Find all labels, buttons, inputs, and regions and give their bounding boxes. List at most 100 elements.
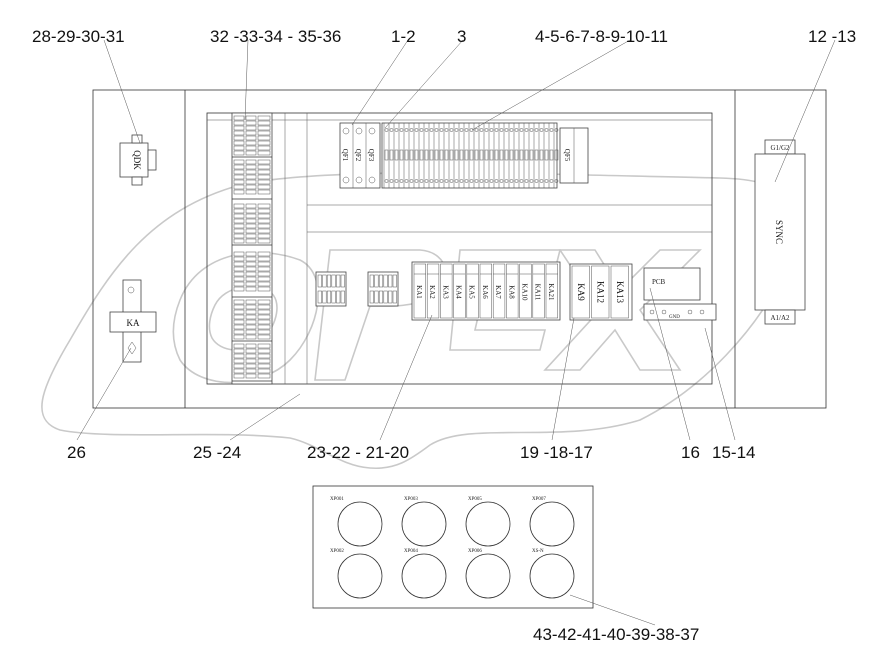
terminal-cell: [245, 368, 257, 374]
terminal-cell: [257, 228, 271, 234]
terminal-cell: [233, 238, 245, 244]
strip-screw: [549, 128, 554, 132]
terminal-cell: [245, 233, 257, 239]
relay-label: KA11: [534, 284, 542, 301]
terminal-cell: [233, 218, 245, 224]
terminal-cell: [245, 189, 257, 195]
strip-label-slot: [474, 149, 479, 161]
strip-screw: [549, 179, 554, 183]
terminal-cell: [233, 319, 245, 325]
strip-screw: [534, 179, 539, 183]
terminal-cell: [257, 115, 271, 121]
terminal-cell: [245, 213, 257, 219]
connector-port: [465, 501, 511, 547]
terminal-cell: [233, 266, 245, 272]
strip-screw: [494, 179, 499, 183]
relay-body: [413, 263, 426, 319]
strip-label-slot: [414, 149, 419, 161]
callout-12-13: 12 -13: [808, 27, 856, 46]
strip-screw: [449, 128, 454, 132]
terminal-cell: [245, 343, 257, 349]
strip-screw: [489, 128, 494, 132]
terminal-cell: [245, 223, 257, 229]
strip-screw: [464, 179, 469, 183]
terminal-cell: [245, 373, 257, 379]
pcb-label: PCB: [652, 278, 666, 286]
terminal-cell: [233, 373, 245, 379]
strip-label-slot: [419, 149, 424, 161]
small-terminal: [322, 274, 327, 288]
relay-label: KA9: [576, 283, 586, 301]
small-terminal: [336, 290, 341, 304]
relay-label: KA2: [428, 285, 436, 299]
terminal-cell: [245, 286, 257, 292]
terminal-cell: [233, 233, 245, 239]
terminal-cell: [245, 251, 257, 257]
connector-port: [401, 501, 447, 547]
strip-screw: [459, 179, 464, 183]
relay-body: [571, 265, 590, 319]
relay-label: KA5: [468, 285, 476, 299]
relay-label: KA6: [481, 285, 489, 299]
relay-body: [479, 263, 492, 319]
strip-label-slot: [454, 149, 459, 161]
strip-screw: [484, 179, 489, 183]
strip-label-slot: [529, 149, 534, 161]
terminal-cell: [245, 184, 257, 190]
strip-screw: [469, 128, 474, 132]
terminal-cell: [257, 150, 271, 156]
strip-screw: [474, 179, 479, 183]
small-terminal: [374, 290, 379, 304]
terminal-cell: [245, 329, 257, 335]
terminal-cell: [257, 233, 271, 239]
strip-screw: [444, 128, 449, 132]
terminal-cell: [257, 174, 271, 180]
small-terminal: [331, 274, 336, 288]
relay-body: [453, 263, 466, 319]
terminal-cell: [257, 343, 271, 349]
strip-label-slot: [439, 149, 444, 161]
terminal-cell: [245, 276, 257, 282]
small-terminal: [374, 274, 379, 288]
terminal-cell: [257, 135, 271, 141]
small-terminal: [383, 274, 388, 288]
strip-label-slot: [469, 149, 474, 161]
small-terminal: [322, 290, 327, 304]
terminal-cell: [257, 373, 271, 379]
terminal-cell: [257, 261, 271, 267]
terminal-column: [231, 112, 273, 385]
g1g2-label: G1/G2: [770, 144, 790, 152]
small-terminal: [340, 290, 345, 304]
terminal-cell: [245, 135, 257, 141]
qf2-label: QF2: [354, 149, 362, 162]
strip-screw: [534, 128, 539, 132]
strip-screw: [399, 128, 404, 132]
terminal-cell: [233, 261, 245, 267]
strip-screw: [499, 128, 504, 132]
strip-label-slot: [449, 149, 454, 161]
terminal-cell: [245, 319, 257, 325]
connector-label: XP003: [404, 497, 418, 502]
strip-screw: [514, 128, 519, 132]
terminal-cell: [257, 125, 271, 131]
terminal-cell: [257, 208, 271, 214]
terminal-cell: [233, 115, 245, 121]
callout-23-20: 23-22 - 21-20: [307, 443, 409, 462]
terminal-cell: [233, 159, 245, 165]
connector-port: [529, 553, 575, 599]
small-terminal: [388, 274, 393, 288]
strip-label-slot: [394, 149, 399, 161]
connector-label: XP005: [468, 497, 482, 502]
strip-screw: [524, 128, 529, 132]
strip-label-slot: [524, 149, 529, 161]
terminal-cell: [233, 368, 245, 374]
strip-screw: [479, 179, 484, 183]
strip-screw: [449, 179, 454, 183]
terminal-cell: [257, 271, 271, 277]
connector-label: XP007: [532, 497, 546, 502]
terminal-cell: [257, 266, 271, 272]
strip-screw: [544, 128, 549, 132]
terminal-cell: [245, 203, 257, 209]
